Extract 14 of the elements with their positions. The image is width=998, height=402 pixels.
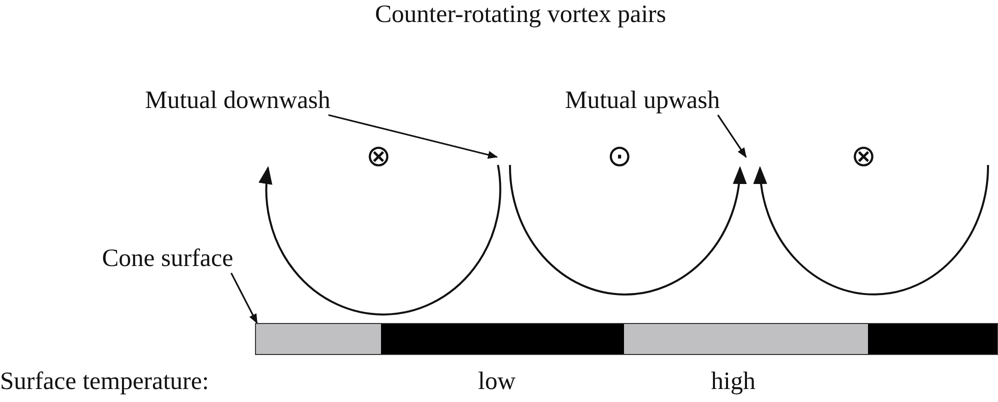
leader-arrow <box>230 272 258 324</box>
vortex-into-page-symbol: ⊗ <box>851 142 876 172</box>
callout-label: Mutual downwash <box>145 86 330 116</box>
temperature-label: low <box>478 367 516 397</box>
leader-arrow <box>717 114 747 158</box>
title: Counter-rotating vortex pairs <box>375 0 666 30</box>
vortex-into-page-symbol: ⊗ <box>366 142 391 172</box>
surface-bar <box>255 323 998 355</box>
callout-label: Cone surface <box>102 244 234 274</box>
callout-label: Mutual upwash <box>565 86 720 116</box>
vortex-out-of-page-symbol: ⊙ <box>607 142 632 172</box>
temperature-label: high <box>711 367 756 397</box>
axis-label: Surface temperature: <box>0 367 209 397</box>
leader-arrow <box>328 114 498 159</box>
